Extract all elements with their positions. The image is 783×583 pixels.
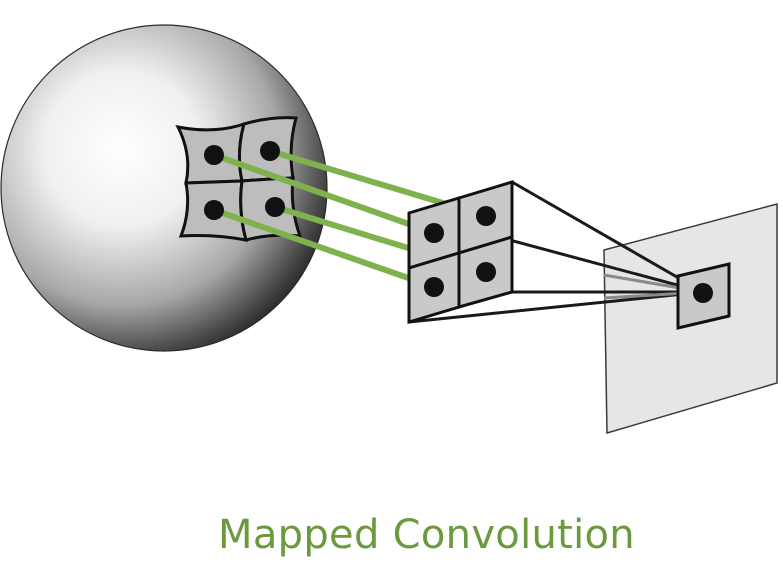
projection-line-2 <box>511 180 704 294</box>
kernel-point-3 <box>424 277 444 297</box>
kernel-point-4 <box>476 262 496 282</box>
diagram-caption: Mapped Convolution <box>218 512 635 558</box>
output-point <box>693 283 713 303</box>
kernel-point-2 <box>476 206 496 226</box>
kernel-grid <box>407 179 514 325</box>
kernel-point-1 <box>424 223 444 243</box>
sphere-point-3 <box>204 200 224 220</box>
mapping-line-3 <box>211 207 437 290</box>
sphere-point-1 <box>204 145 224 165</box>
sphere <box>0 24 328 352</box>
projection-line-3 <box>408 290 704 324</box>
kernel-points <box>424 206 496 297</box>
mapping-line-1 <box>211 152 437 236</box>
sphere-point-2 <box>260 141 280 161</box>
sphere-sample-points <box>204 141 285 220</box>
sphere-point-4 <box>265 197 285 217</box>
